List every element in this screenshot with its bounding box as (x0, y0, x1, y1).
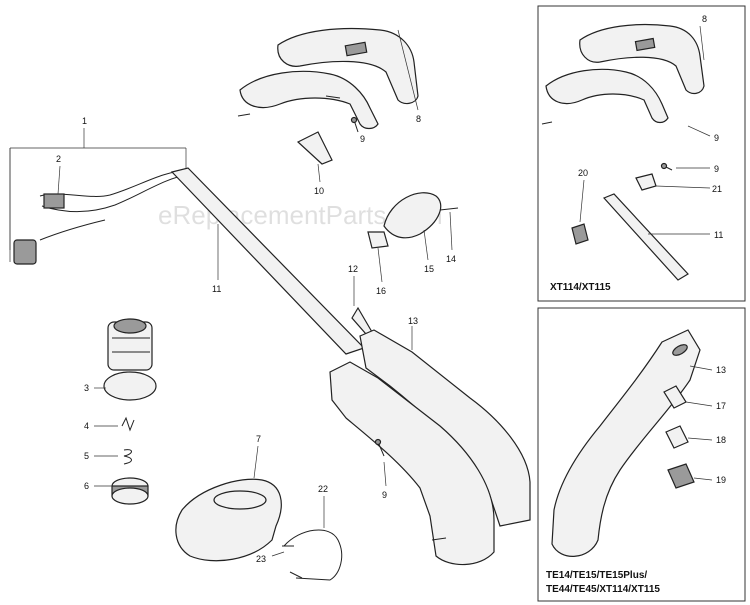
inset-top-caption: XT114/XT115 (550, 282, 611, 293)
label-6: 6 (84, 481, 89, 491)
part-22-edge-guide (271, 496, 343, 581)
inset-bottom-label-17: 17 (716, 401, 726, 411)
part-5-coil-spring (94, 449, 132, 465)
part-9-screw-a (350, 116, 359, 133)
label-13: 13 (408, 316, 418, 326)
inset-bottom-label-19: 19 (716, 475, 726, 485)
part-3-motor (94, 318, 157, 401)
part-10-clip (296, 131, 333, 183)
label-8: 8 (416, 114, 421, 124)
inset-xt114-xt115: 8 9 9 20 21 11 XT114/XT115 (537, 5, 746, 302)
label-10: 10 (314, 186, 324, 196)
part-15-bail (367, 192, 459, 283)
label-22: 22 (318, 484, 328, 494)
part-9-screw-b (374, 438, 387, 487)
label-11: 11 (212, 284, 221, 294)
inset-top-frame (537, 5, 746, 302)
label-15: 15 (424, 264, 434, 274)
label-7: 7 (256, 434, 261, 444)
part-6-spool (94, 477, 149, 505)
inset-top-label-9b: 9 (714, 164, 719, 174)
part-13-housing (329, 326, 531, 566)
inset-bottom-label-18: 18 (716, 435, 726, 445)
label-4: 4 (84, 421, 89, 431)
label-12: 12 (348, 264, 358, 274)
label-9b: 9 (382, 490, 387, 500)
label-23: 23 (256, 554, 266, 564)
label-3: 3 (84, 383, 89, 393)
part-1-bracket (9, 128, 187, 262)
inset-top-label-11: 11 (714, 230, 723, 240)
part-7-guard (175, 445, 282, 562)
part-8-handle (237, 27, 419, 130)
inset-top-label-21: 21 (712, 184, 722, 194)
label-5: 5 (84, 451, 89, 461)
label-1: 1 (82, 116, 87, 126)
part-2-switch-cord (13, 165, 191, 265)
inset-top-label-8: 8 (702, 14, 707, 24)
inset-top-label-9a: 9 (714, 133, 719, 143)
label-14: 14 (446, 254, 456, 264)
inset-bottom-label-13: 13 (716, 365, 726, 375)
label-9: 9 (360, 134, 365, 144)
part-11-shaft (170, 167, 366, 355)
inset-te-series: 13 17 18 19 TE14/TE15/TE15Plus/ TE44/TE4… (537, 307, 746, 602)
label-2: 2 (56, 154, 61, 164)
main-callout-labels: 1 2 3 4 5 6 7 8 9 10 11 12 13 9 14 15 16… (56, 114, 456, 564)
part-4-spring (94, 416, 135, 432)
inset-bottom-caption-line2: TE44/TE45/XT114/XT115 (546, 584, 660, 595)
inset-bottom-frame (537, 307, 746, 602)
inset-bottom-caption-line1: TE14/TE15/TE15Plus/ (546, 570, 647, 581)
part-12-clip (351, 276, 373, 335)
inset-top-label-20: 20 (578, 168, 588, 178)
label-16: 16 (376, 286, 386, 296)
